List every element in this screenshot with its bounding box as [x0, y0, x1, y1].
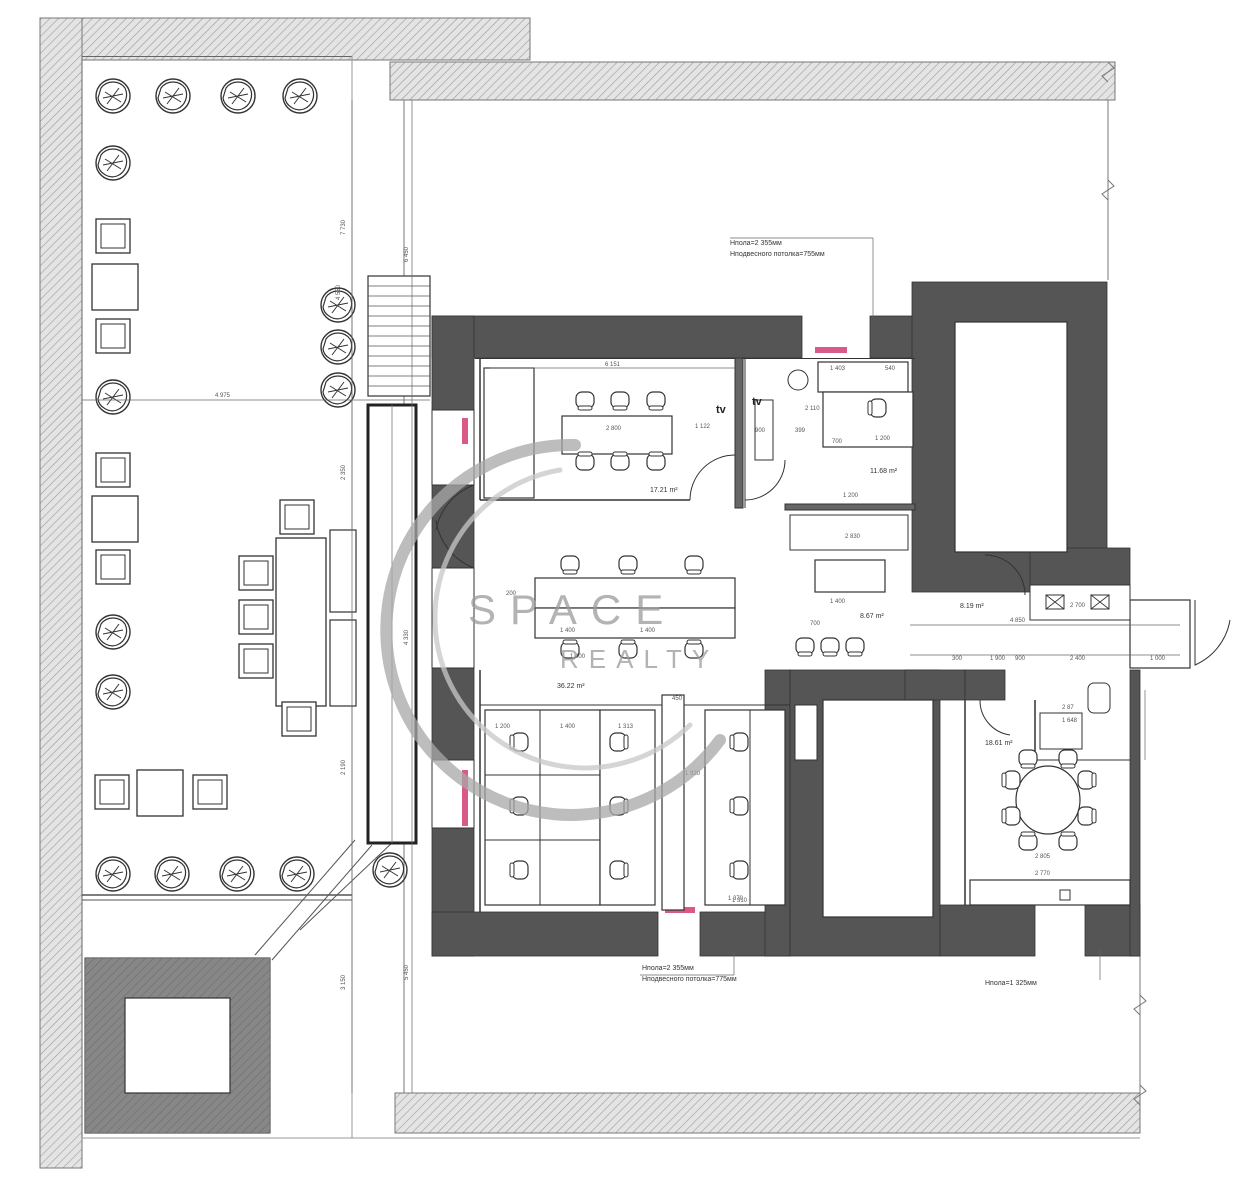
- room-area-meeting: 17.21 m²: [650, 487, 678, 494]
- dimension-label: 4 550: [336, 284, 342, 300]
- dimension-label: 4 330: [404, 629, 410, 645]
- dimension-label: 1 400: [560, 724, 576, 730]
- dimension-label: 540: [885, 366, 896, 372]
- dimension-label: 4 850: [1010, 618, 1026, 624]
- dimension-label: 3 150: [341, 974, 347, 990]
- dimension-label: 2 87: [1062, 705, 1074, 711]
- dimension-label: 300: [952, 656, 963, 662]
- dimension-label: 1 400: [570, 654, 586, 660]
- dimension-label: 1 200: [875, 436, 891, 442]
- dimension-label: 2 350: [341, 464, 347, 480]
- dimension-label: 1 200: [843, 493, 859, 499]
- dimension-label: 900: [1015, 656, 1026, 662]
- dimension-label: 1 400: [640, 628, 656, 634]
- terrace-walls: [39, 17, 1147, 1169]
- dimension-label: 4 975: [215, 393, 231, 399]
- watermark: SPACE REALTY: [380, 438, 726, 821]
- dimension-label: 2 805: [1035, 854, 1051, 860]
- room-area-kitchen: 18.61 m²: [985, 740, 1013, 747]
- tv-label: tv: [716, 404, 727, 416]
- height-notes: Нпола=2 355мм Нподвесного потолка=755мм …: [642, 240, 1037, 987]
- dimension-label: 2 770: [1035, 871, 1051, 877]
- dimension-label: 2 400: [1070, 656, 1086, 662]
- dimension-label: 1 400: [560, 628, 576, 634]
- terrace-furniture: [91, 218, 357, 817]
- meeting-furniture: [483, 361, 914, 593]
- height-note-top: Нпола=2 355мм: [730, 240, 782, 247]
- dimension-label: 2 190: [341, 759, 347, 775]
- room-area-main-hall: 36.22 m²: [557, 683, 585, 690]
- partitions: [479, 357, 1231, 912]
- dimension-label: 1 000: [1150, 656, 1166, 662]
- dimension-label: 6 450: [404, 246, 410, 262]
- height-note-bottom: Нпола=2 355мм: [642, 965, 694, 972]
- dimension-label: 700: [832, 439, 843, 445]
- dimension-label: 1 900: [990, 656, 1006, 662]
- room-area-entry: 8.19 m²: [960, 603, 984, 610]
- dimension-label: 1 370: [728, 896, 744, 902]
- dimension-label: 240: [708, 919, 714, 930]
- dimension-label: 1 313: [618, 724, 634, 730]
- dimension-label: 2 830: [845, 534, 861, 540]
- tv-labels: tv tv: [716, 396, 763, 416]
- dimension-label: 6 151: [605, 362, 621, 368]
- dimension-label: 200: [765, 696, 776, 702]
- dimension-label: 1 400: [830, 599, 846, 605]
- height-note-bottom-ceiling: Нподвесного потолка=775мм: [642, 976, 737, 983]
- dimension-label: 900: [995, 693, 1006, 699]
- height-note-right: Нпола=1 325мм: [985, 980, 1037, 987]
- watermark-realty: REALTY: [560, 644, 719, 674]
- dimension-label: 2 110: [805, 406, 820, 412]
- dimension-label: 1 648: [1062, 718, 1078, 724]
- dimension-label: 2 800: [606, 426, 622, 432]
- dimension-label: 5 450: [404, 964, 410, 980]
- room-area-office: 11.68 m²: [870, 468, 898, 475]
- dimension-label: 1 403: [830, 366, 846, 372]
- dimension-lines: [82, 100, 1180, 1093]
- dimension-label: 1 200: [495, 724, 511, 730]
- dimension-label: 450: [672, 696, 683, 702]
- tv-label: tv: [752, 396, 763, 408]
- dimension-label: 7 730: [341, 219, 347, 235]
- room-area-corridor: 8.67 m²: [860, 613, 884, 620]
- kitchen-furniture: [969, 584, 1131, 906]
- room-areas: 36.22 m² 17.21 m² 11.68 m² 8.67 m² 8.19 …: [557, 468, 1013, 747]
- dimension-label: 900: [755, 428, 766, 434]
- dimension-label: 1 310: [732, 898, 748, 904]
- dimension-label: 200: [506, 591, 517, 597]
- dimension-label: 1 122: [695, 424, 711, 430]
- dimension-label: 700: [810, 621, 821, 627]
- dimension-label: 399: [795, 428, 806, 434]
- height-note-top-ceiling: Нподвесного потолка=755мм: [730, 251, 825, 258]
- watermark-space: SPACE: [468, 586, 677, 633]
- dimension-label: 2 700: [1070, 603, 1086, 609]
- landscape-trees: [95, 78, 408, 892]
- dimension-labels: 4 975 6 151 2 800 1 122 1 403 540 2 110 …: [215, 219, 1166, 990]
- shafts: [475, 321, 1068, 918]
